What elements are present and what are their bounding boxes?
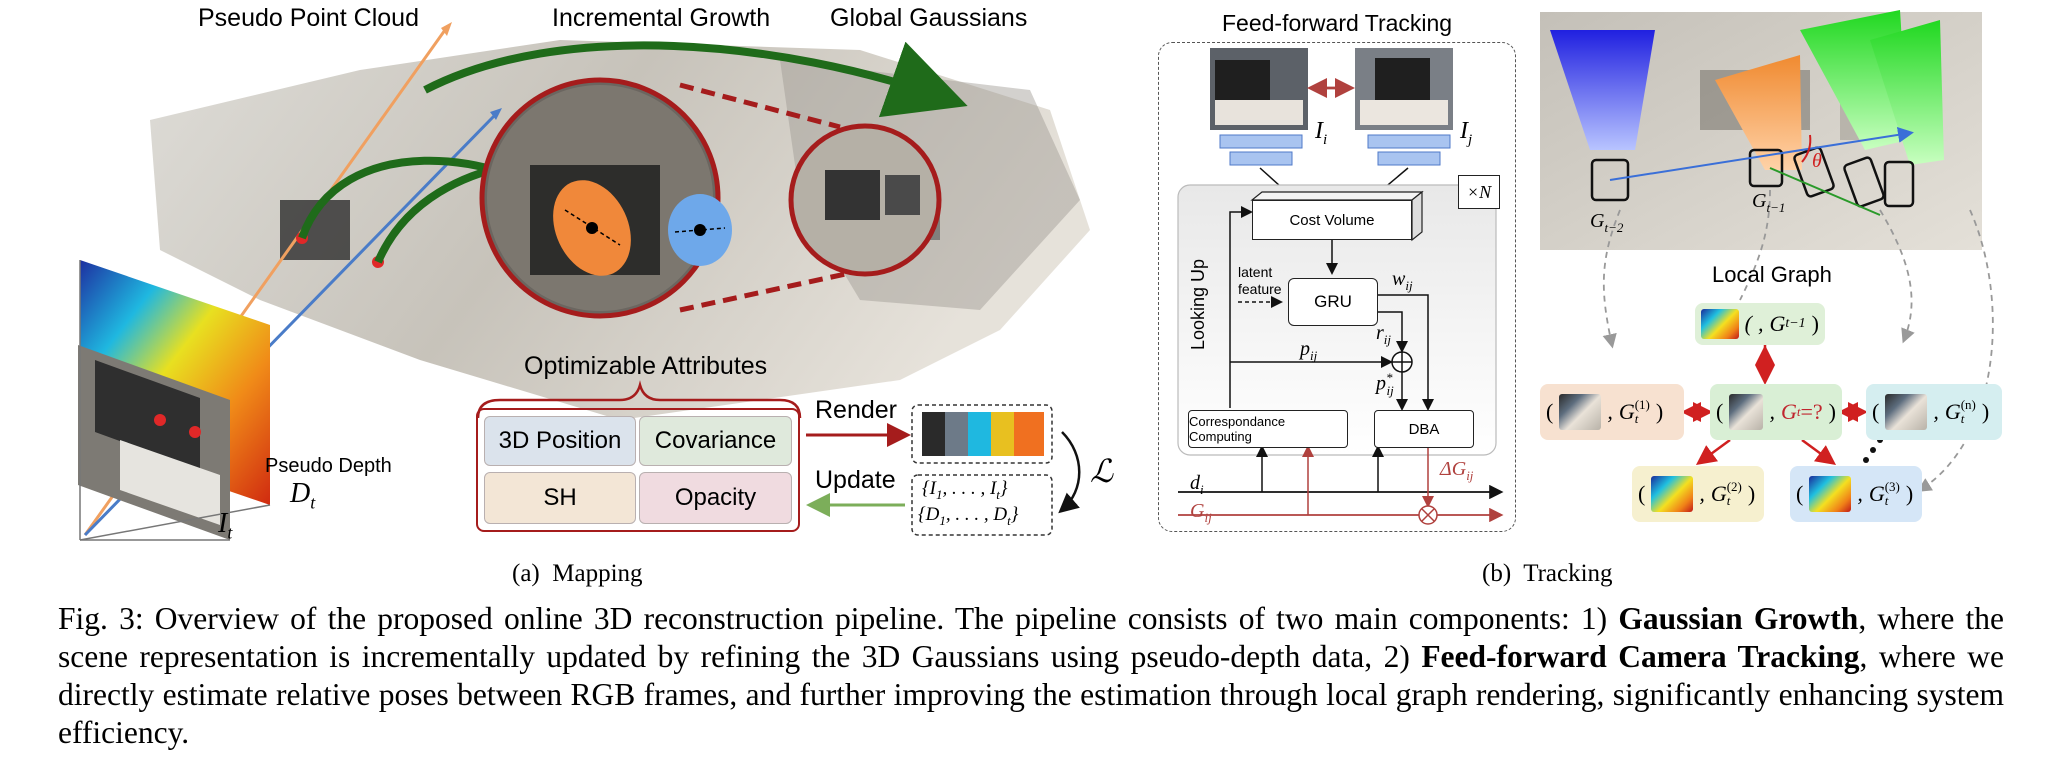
local-graph-title: Local Graph [1712,262,1832,287]
g-ij-label: Gij [1190,500,1212,525]
latent-feature-label: latent feature [1238,264,1282,297]
label-incremental-growth: Incremental Growth [552,4,771,32]
render-frames [922,412,1044,456]
mapping-panel: Pseudo Point Cloud Incremental Growth Gl… [0,0,1130,600]
graph-node-bottom-right: (,G(3)t) [1790,466,1922,522]
cost-volume-box: Cost Volume [1252,200,1412,240]
p-star-label: p*ij [1376,370,1394,398]
subcaption-mapping: (a) Mapping [512,560,643,587]
green-arrow-1 [423,41,968,118]
repeat-box: ×N [1458,175,1500,209]
attr-3d-position: 3D Position [484,416,636,466]
p-ij-label: pij [1300,338,1318,363]
gru-box: GRU [1288,278,1378,326]
mapping-illustration [78,22,1090,541]
frame-symbol: It [218,508,233,543]
cam-label-t-1: Gt−1 [1752,190,1786,215]
cam-label-t-2: Gt−2 [1590,210,1624,235]
graph-node-left: (,G(1)t) [1540,384,1684,440]
delta-g-label: ΔGij [1440,458,1474,483]
label-render: Render [815,396,897,424]
attr-sh: SH [484,472,636,524]
figure-caption: Fig. 3: Overview of the proposed online … [58,601,2005,750]
dba-box: DBA [1374,410,1474,448]
tracking-frame [1158,42,1516,532]
image-set: {I1, . . . , It} [922,478,1008,502]
graph-node-right: (,G(n)t) [1866,384,2002,440]
frame-i-label: Ii [1315,118,1328,148]
camera-scene [1540,10,1994,492]
camera-frustum-blue [1550,30,1655,150]
frame-j-label: Ij [1460,118,1473,148]
label-pseudo-depth: Pseudo Depth [265,455,392,477]
depth-set: {D1, . . . , Dt} [918,504,1019,528]
caption-bold-gaussian-growth: Gaussian Growth [1618,601,1859,636]
looking-up-label: Looking Up [1188,258,1208,350]
attr-opacity: Opacity [639,472,792,524]
label-pseudo-point-cloud: Pseudo Point Cloud [198,4,419,32]
label-update: Update [815,466,896,494]
subcaption-tracking: (b) Tracking [1482,560,1613,587]
w-ij-label: wij [1392,268,1413,293]
camera-frustum-orange [1715,55,1802,170]
tracking-panel: Feed-forward Tracking [1140,0,1613,600]
graph-node-bottom-left: (,G(2)t) [1632,466,1764,522]
correspondence-box: Correspondance Computing [1188,410,1348,448]
caption-bold-camera-tracking: Feed-forward Camera Tracking [1421,639,1860,674]
pseudo-depth-symbol: Dt [290,478,316,513]
loss-symbol: ℒ [1090,453,1114,489]
camera-frustum-green-2 [1870,20,1944,165]
optimizable-attributes-title: Optimizable Attributes [524,352,768,380]
d-i-label: di [1190,472,1204,497]
theta-label: θ [1812,150,1822,172]
label-global-gaussians: Global Gaussians [830,4,1028,32]
r-ij-label: rij [1376,322,1392,347]
attr-covariance: Covariance [639,416,792,466]
attributes-frame [476,408,800,532]
tracking-title: Feed-forward Tracking [1222,10,1453,36]
